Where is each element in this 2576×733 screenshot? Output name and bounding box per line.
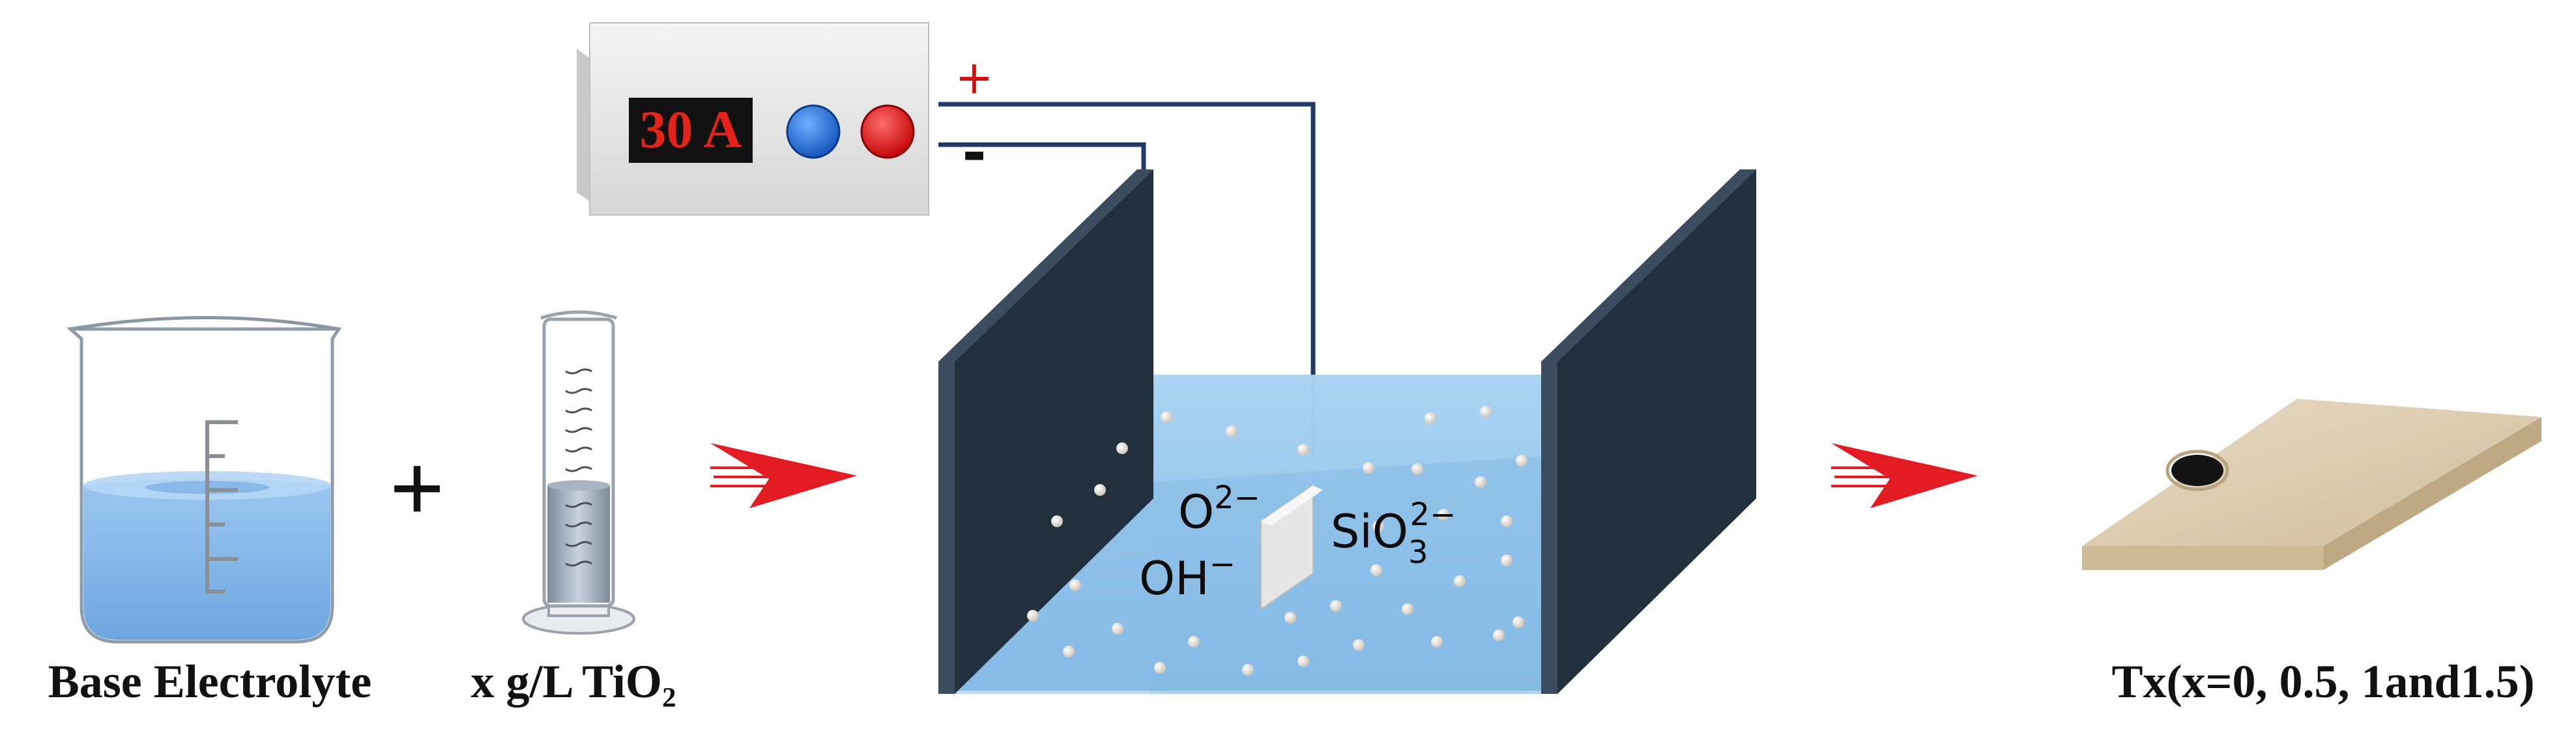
electrolytic-tank: O2− OH− SiO32− bbox=[938, 169, 1756, 694]
beaker bbox=[66, 316, 342, 644]
particle bbox=[1297, 655, 1309, 667]
particle bbox=[1516, 455, 1527, 467]
particle bbox=[1297, 444, 1309, 455]
graduated-cylinder bbox=[522, 310, 635, 635]
particle bbox=[1501, 554, 1512, 566]
particle bbox=[1226, 425, 1237, 437]
right-electrode bbox=[1541, 169, 1756, 694]
particle bbox=[1094, 484, 1106, 496]
tio2-particles bbox=[1027, 406, 1527, 676]
particle bbox=[1330, 600, 1342, 612]
particle bbox=[1161, 411, 1172, 423]
current-display-value: 30 A bbox=[639, 100, 742, 159]
particle bbox=[1242, 664, 1254, 676]
particle bbox=[1284, 612, 1296, 624]
sample-hole bbox=[2171, 455, 2223, 486]
particle bbox=[1370, 564, 1382, 576]
particle bbox=[1454, 575, 1466, 587]
hydroxide-ion: OH− bbox=[1139, 546, 1236, 605]
particle bbox=[1154, 662, 1166, 674]
sample-label: Tx(x=0, 0.5, 1and1.5) bbox=[2111, 655, 2534, 708]
particle bbox=[1063, 646, 1075, 657]
process-arrow-1 bbox=[710, 443, 857, 508]
negative-symbol: - bbox=[962, 119, 986, 187]
beaker-label: Base Electrolyte bbox=[48, 655, 372, 708]
coated-sample bbox=[2082, 399, 2541, 570]
particle bbox=[1475, 476, 1486, 488]
beaker-scale bbox=[205, 420, 238, 594]
particle bbox=[1402, 603, 1413, 615]
particle bbox=[1069, 579, 1081, 591]
left-electrode bbox=[938, 169, 1153, 694]
particle bbox=[1188, 636, 1200, 648]
negative-terminal-button bbox=[786, 104, 841, 159]
power-supply: 30 A bbox=[577, 22, 932, 216]
particle bbox=[1372, 521, 1384, 532]
wires bbox=[938, 102, 1316, 456]
cylinder-scale bbox=[565, 368, 592, 567]
process-arrow-2 bbox=[1831, 443, 1978, 508]
positive-symbol: + bbox=[955, 51, 994, 104]
oxide-ion: O2− bbox=[1178, 480, 1260, 539]
particle bbox=[1425, 412, 1436, 424]
particle bbox=[1353, 639, 1365, 651]
particle bbox=[1411, 463, 1423, 475]
particle bbox=[1027, 610, 1039, 622]
particle bbox=[1112, 623, 1123, 635]
particle bbox=[1438, 509, 1449, 521]
cylinder-label: x g/L TiO₂ bbox=[470, 655, 676, 708]
plus-sign: + bbox=[389, 435, 444, 543]
particle bbox=[1431, 636, 1443, 648]
particle bbox=[1116, 442, 1128, 454]
positive-wire bbox=[938, 102, 1316, 456]
particle bbox=[1051, 515, 1063, 527]
particle bbox=[1501, 515, 1512, 527]
particle bbox=[1493, 629, 1505, 641]
particle bbox=[1363, 462, 1374, 474]
particle bbox=[1480, 406, 1492, 418]
anode-sample bbox=[1260, 484, 1323, 611]
negative-wire bbox=[938, 142, 1146, 171]
silicate-ion: SiO32− bbox=[1331, 496, 1456, 571]
particle bbox=[1512, 616, 1524, 628]
positive-terminal-button bbox=[860, 104, 915, 159]
current-display bbox=[629, 98, 753, 163]
